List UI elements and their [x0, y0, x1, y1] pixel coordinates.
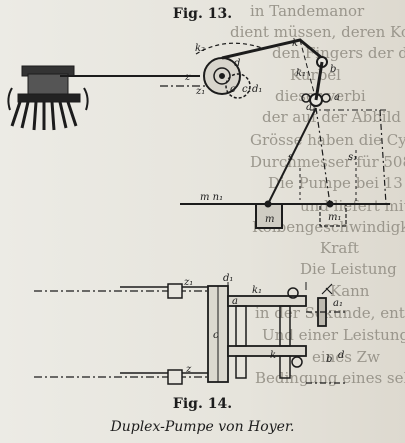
label-m-n1: m n₁	[200, 192, 223, 203]
svg-text:in der Sekunde, ent: in der Sekunde, ent	[255, 304, 405, 322]
label-a1: a₁	[306, 102, 316, 113]
svg-text:Die Leistung: Die Leistung	[300, 260, 397, 278]
label-m1: m₁	[328, 212, 342, 223]
svg-text:Kolbengeschwindigkeit von: Kolbengeschwindigkeit von	[252, 218, 405, 236]
label-k1: k₁	[296, 68, 306, 79]
label14-k: k	[270, 350, 276, 361]
piston-base	[180, 200, 390, 229]
label14-d: d	[338, 350, 344, 361]
pump-gear-housing	[7, 65, 89, 131]
label-s: s	[288, 152, 293, 163]
svg-text:eines Zw: eines Zw	[312, 348, 380, 366]
label14-z1: z₁	[183, 277, 193, 288]
svg-text:Die Pumpe bei 13: Die Pumpe bei 13	[268, 174, 403, 192]
svg-text:der auf der Abbild: der auf der Abbild	[262, 108, 401, 126]
label-c: c	[230, 84, 236, 95]
svg-text:Durchmesser für 508 mm K: Durchmesser für 508 mm K	[250, 153, 405, 171]
label14-z: z	[185, 364, 192, 375]
label-z: z	[184, 72, 191, 83]
svg-text:Und einer Leistung von: Und einer Leistung von	[262, 326, 405, 344]
svg-text:Kraft: Kraft	[320, 239, 359, 257]
rocking-lever	[195, 38, 331, 107]
figure-subtitle: Duplex-Pumpe von Hoyer.	[110, 419, 295, 435]
label-d1: d₁	[252, 84, 262, 95]
piston-rods	[60, 75, 210, 87]
figure-14-drawing	[34, 282, 345, 385]
label-b: b	[330, 64, 336, 75]
svg-text:Grösse haben die Cylinder fü: Grösse haben die Cylinder fü	[250, 131, 405, 149]
label-d: d	[234, 58, 240, 69]
figure-13-caption: Fig. 13.	[172, 6, 233, 22]
label-z1: z₁	[195, 86, 205, 97]
label-s1: s₁	[348, 152, 357, 163]
label-k: k	[292, 38, 298, 49]
label-k2: k₂	[195, 43, 205, 54]
label14-k1: k₁	[252, 285, 262, 296]
svg-text:Kann: Kann	[330, 282, 370, 300]
label-m: m	[265, 214, 274, 225]
svg-text:Kurbel: Kurbel	[290, 66, 341, 84]
svg-text:dient müssen, deren Kolbe: dient müssen, deren Kolbe	[230, 23, 405, 41]
label14-a1: a₁	[333, 298, 343, 309]
label14-b: b	[326, 354, 332, 365]
label14-a: a	[232, 296, 238, 307]
figure-13-drawing: in Tandemanor dient müssen, deren Kolbe …	[7, 2, 405, 387]
background-text: in Tandemanor dient müssen, deren Kolbe …	[230, 2, 405, 387]
label14-d1: d₁	[223, 273, 233, 284]
svg-text:Bedingung eines seh: Bedingung eines seh	[255, 369, 405, 387]
figure-14-caption: Fig. 14.	[172, 396, 233, 412]
label-c1: c₁	[242, 84, 252, 95]
figure-14-labels: z₁ d₁ k₁ a a₁ c k b d z	[183, 273, 344, 375]
label-a: a	[334, 92, 340, 103]
label14-c: c	[213, 330, 219, 341]
svg-text:den Fingers der d: den Fingers der d	[272, 44, 405, 62]
figure-13-labels: k₂ k b a z z₁ d c d₁ c₁ k₁ a₁ s s₁ m n₁ …	[184, 38, 357, 225]
svg-text:und liefert mit: und liefert mit	[300, 197, 405, 215]
svg-text:in Tandemanor: in Tandemanor	[250, 2, 365, 20]
connecting-rods	[267, 107, 387, 205]
